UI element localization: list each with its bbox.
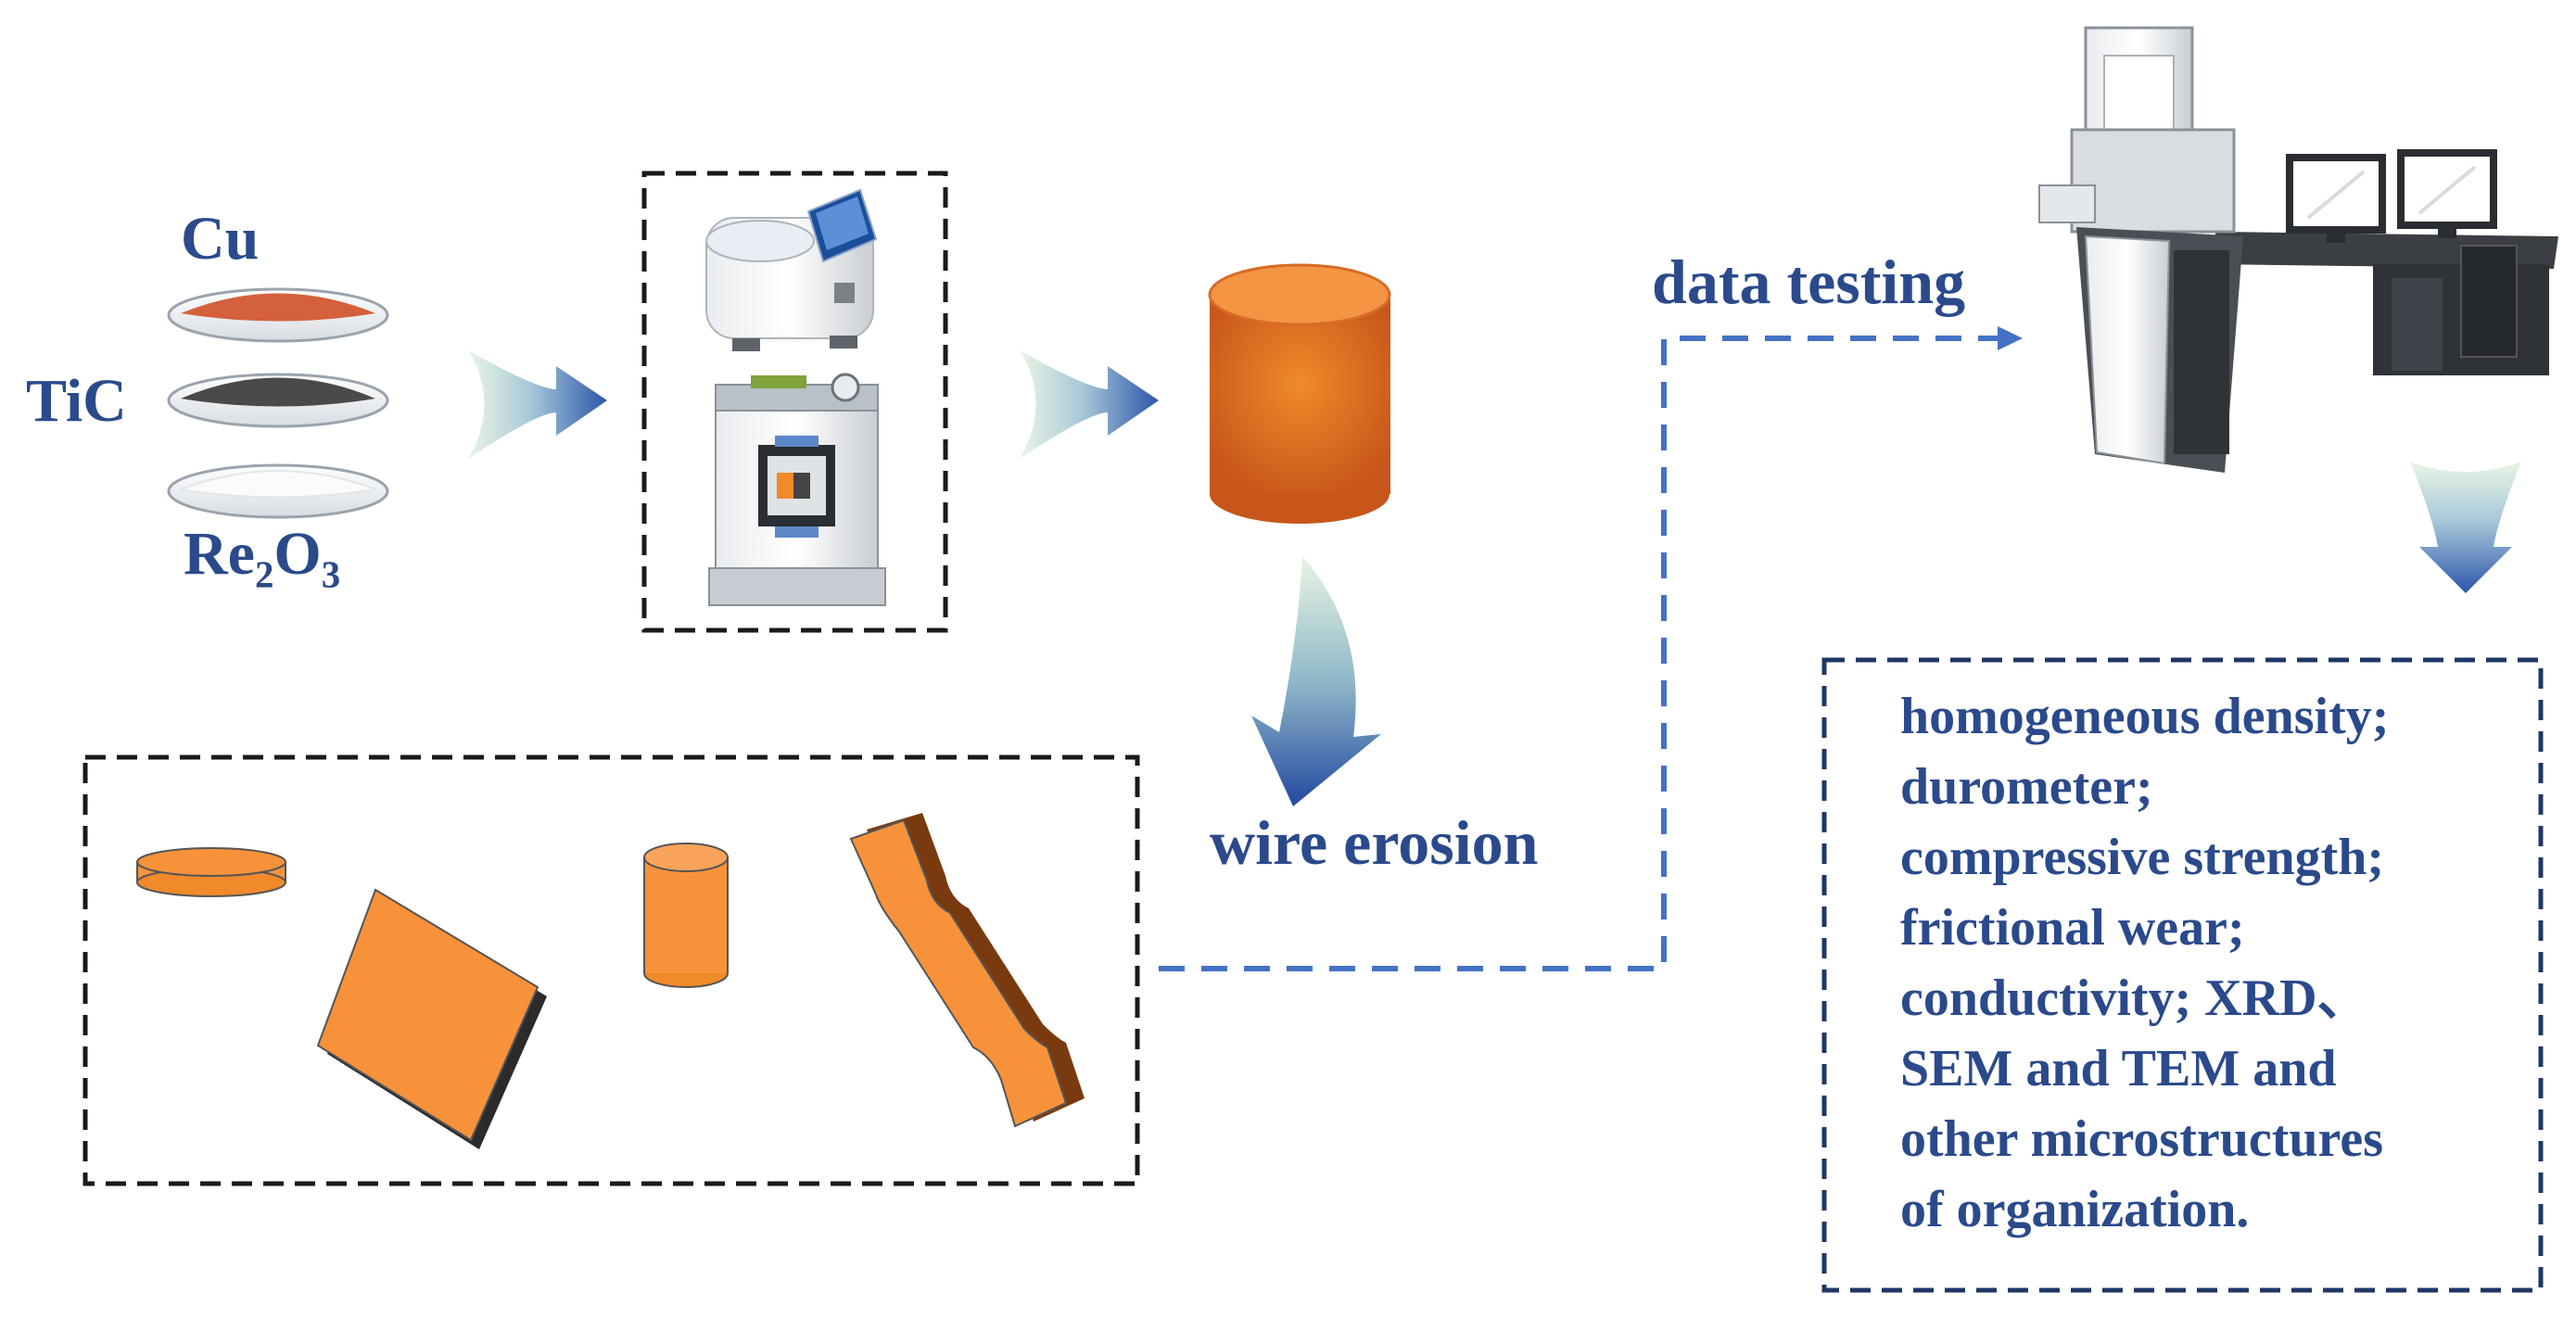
result-item: frictional wear; [1900, 899, 2245, 957]
result-item: of organization. [1900, 1181, 2250, 1238]
result-item: SEM and TEM and [1900, 1040, 2337, 1097]
result-item: durometer; [1900, 758, 2153, 816]
cu-powder-dish [167, 287, 389, 343]
re2o3-powder-dish [167, 463, 389, 519]
square-plate-specimen [316, 888, 547, 1149]
result-item: homogeneous density; [1900, 688, 2390, 745]
re2o3-label: Re2O3 [184, 520, 341, 596]
cu-label: Cu [181, 205, 260, 273]
sintering-press-icon [708, 373, 886, 606]
data-testing-connector [1159, 336, 2011, 971]
disc-specimen [136, 847, 286, 897]
results-down-arrow [2410, 462, 2521, 593]
process-arrow-2 [1020, 350, 1159, 459]
microscope-workstation-icon [2038, 26, 2558, 473]
ball-mill-icon [705, 188, 878, 351]
tic-powder-dish [167, 373, 389, 428]
result-item: compressive strength; [1900, 829, 2385, 886]
small-cylinder-specimen [643, 843, 729, 988]
tensile-specimen [849, 813, 1085, 1128]
results-list: homogeneous density; durometer; compress… [1900, 681, 2389, 1245]
process-arrow-1 [468, 350, 607, 459]
data-testing-label: data testing [1652, 247, 1966, 317]
results-box [1821, 657, 2544, 1293]
result-item: other microstructures [1900, 1110, 2383, 1168]
tic-label: TiC [26, 367, 127, 435]
wire-erosion-label: wire erosion [1210, 807, 1539, 878]
cylinder-billet-icon [1208, 263, 1391, 524]
connector-arrowhead [1998, 326, 2023, 350]
result-item: conductivity; XRD、 [1900, 970, 2369, 1027]
wire-erosion-arrow [1251, 556, 1381, 806]
specimens-box [82, 754, 1140, 1186]
